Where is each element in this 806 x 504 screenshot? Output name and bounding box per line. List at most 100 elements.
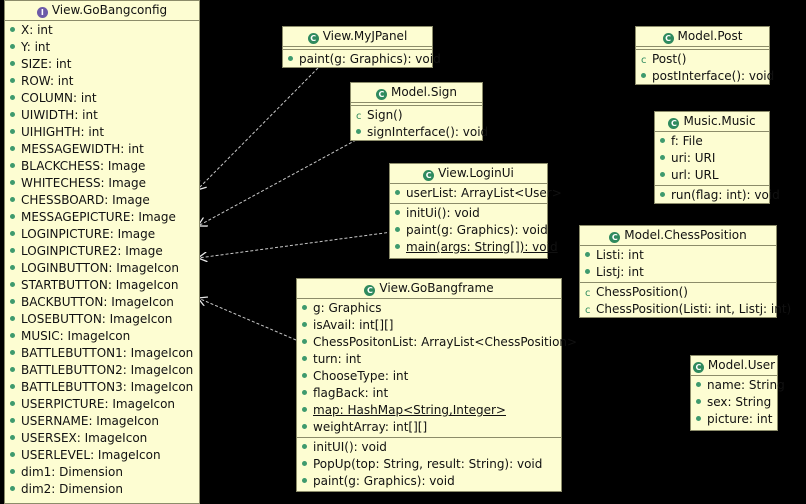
constructor-icon: c <box>585 288 591 299</box>
field-row: USERNAME: ImageIcon <box>5 413 199 430</box>
public-dot-icon <box>10 350 15 355</box>
public-dot-icon <box>10 146 15 151</box>
field-row: dim1: Dimension <box>5 464 199 481</box>
field-row: COLUMN: int <box>5 90 199 107</box>
public-dot-icon <box>302 356 307 361</box>
edge-gobangframe-config <box>198 298 297 341</box>
public-dot-icon <box>395 210 400 215</box>
field-row: Listi: int <box>580 247 776 264</box>
field-row: X: int <box>5 22 199 39</box>
methods-section: initUI(): void PopUp(top: String, result… <box>297 438 561 491</box>
method-row: run(flag: int): void <box>655 187 780 204</box>
public-dot-icon <box>302 424 307 429</box>
field-row: weightArray: int[][] <box>297 419 561 436</box>
public-dot-icon <box>356 129 361 134</box>
public-dot-icon <box>10 367 15 372</box>
public-dot-icon <box>10 401 15 406</box>
fields-section: Listi: int Listj: int <box>580 246 776 283</box>
fields-section: userList: ArrayList<User> <box>390 184 562 204</box>
field-row: uri: URI <box>655 150 769 167</box>
public-dot-icon <box>10 197 15 202</box>
public-dot-icon <box>660 192 665 197</box>
constructor-icon: c <box>356 111 362 122</box>
field-row: CHESSBOARD: Image <box>5 192 199 209</box>
field-row: WHITECHESS: Image <box>5 175 199 192</box>
field-row: Listj: int <box>580 264 776 281</box>
public-dot-icon <box>10 469 15 474</box>
edge-myjpanel-config <box>197 67 319 190</box>
class-c-icon: C <box>364 285 376 296</box>
method-row: paint(g: Graphics): void <box>297 473 561 490</box>
public-dot-icon <box>660 155 665 160</box>
public-dot-icon <box>696 399 701 404</box>
field-row: LOSEBUTTON: ImageIcon <box>5 311 199 328</box>
field-row: dim2: Dimension <box>5 481 199 498</box>
public-dot-icon <box>395 190 400 195</box>
field-row: flagBack: int <box>297 385 561 402</box>
class-c-icon: C <box>662 33 674 44</box>
public-dot-icon <box>10 316 15 321</box>
field-row: UIWIDTH: int <box>5 107 199 124</box>
public-dot-icon <box>302 478 307 483</box>
class-title: View.MyJPanel <box>322 29 408 43</box>
public-dot-icon <box>10 95 15 100</box>
class-c-icon: C <box>609 232 621 243</box>
public-dot-icon <box>302 339 307 344</box>
public-dot-icon <box>10 129 15 134</box>
public-dot-icon <box>660 138 665 143</box>
field-row: USERSEX: ImageIcon <box>5 430 199 447</box>
public-dot-icon <box>10 214 15 219</box>
fields-section <box>283 47 432 50</box>
method-row: signInterface(): void <box>351 124 488 141</box>
field-row: userList: ArrayList<User> <box>390 185 562 202</box>
class-c-icon: C <box>423 170 435 181</box>
field-row: MUSIC: ImageIcon <box>5 328 199 345</box>
public-dot-icon <box>288 56 293 61</box>
method-row: postInterface(): void <box>636 68 774 85</box>
field-row: BACKBUTTON: ImageIcon <box>5 294 199 311</box>
public-dot-icon <box>10 435 15 440</box>
field-row: isAvail: int[][] <box>297 317 561 334</box>
field-row: SIZE: int <box>5 56 199 73</box>
field-row: LOGINPICTURE: Image <box>5 226 199 243</box>
fields-section: f: File uri: URI url: URL <box>655 132 769 186</box>
fields-section <box>636 47 769 50</box>
methods-section: initUi(): void paint(g: Graphics): void … <box>390 204 558 257</box>
field-row: BATTLEBUTTON1: ImageIcon <box>5 345 199 362</box>
field-row: turn: int <box>297 351 561 368</box>
field-row: USERLEVEL: ImageIcon <box>5 447 199 464</box>
public-dot-icon <box>10 78 15 83</box>
fields-section: name: String sex: String picture: int <box>691 376 785 429</box>
public-dot-icon <box>395 244 400 249</box>
public-dot-icon <box>10 231 15 236</box>
method-row: paint(g: Graphics): void <box>390 222 548 239</box>
public-dot-icon <box>302 305 307 310</box>
public-dot-icon <box>10 384 15 389</box>
field-row: sex: String <box>691 394 777 411</box>
field-row: picture: int <box>691 411 777 428</box>
public-dot-icon <box>10 333 15 338</box>
class-title: View.LoginUi <box>438 166 514 180</box>
public-dot-icon <box>10 486 15 491</box>
public-dot-icon <box>585 269 590 274</box>
class-title: Model.User <box>707 358 776 372</box>
